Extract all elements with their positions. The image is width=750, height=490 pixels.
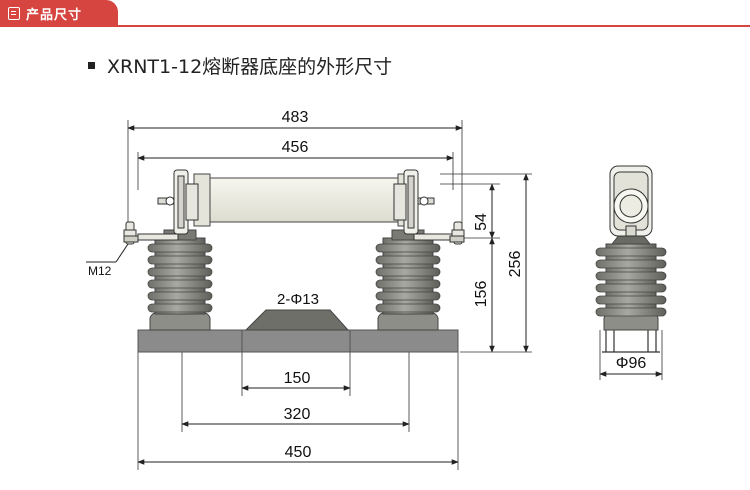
dim-hole-spacing-mid: 320 (284, 406, 311, 423)
side-view: Φ96 (595, 165, 667, 380)
dim-hole-spacing-inner: 150 (284, 370, 311, 387)
left-terminal (123, 221, 179, 245)
section-tab: 产品尺寸 (0, 0, 118, 26)
vertical-dimensions (489, 173, 529, 353)
right-terminal (413, 221, 465, 245)
diagram-heading: XRNT1-12熔断器底座的外形尺寸 (88, 52, 392, 79)
dim-base-length: 450 (285, 444, 312, 461)
center-boss (244, 309, 350, 331)
dim-fuse-height: 54 (473, 213, 490, 231)
label-bolt: M12 (88, 264, 112, 278)
right-contact (393, 169, 435, 235)
dim-fuse-span: 456 (282, 139, 309, 156)
document-icon (8, 6, 20, 20)
left-contact (157, 169, 199, 235)
dim-total-height: 256 (507, 251, 524, 278)
dim-insulator-height: 156 (473, 281, 490, 308)
dim-insulator-diameter: Φ96 (616, 355, 647, 372)
bullet-icon (88, 62, 95, 69)
tab-underline (0, 25, 750, 27)
fuse-tube (193, 173, 415, 227)
horizontal-dimensions (127, 125, 463, 465)
extension-lines (127, 120, 532, 470)
right-insulator (375, 229, 441, 331)
dim-overall-length: 483 (282, 109, 309, 126)
tab-label: 产品尺寸 (26, 7, 83, 23)
base-plate (137, 329, 459, 353)
label-holes: 2-Φ13 (277, 291, 319, 308)
left-insulator (147, 229, 213, 331)
heading-text: XRNT1-12熔断器底座的外形尺寸 (107, 56, 393, 78)
